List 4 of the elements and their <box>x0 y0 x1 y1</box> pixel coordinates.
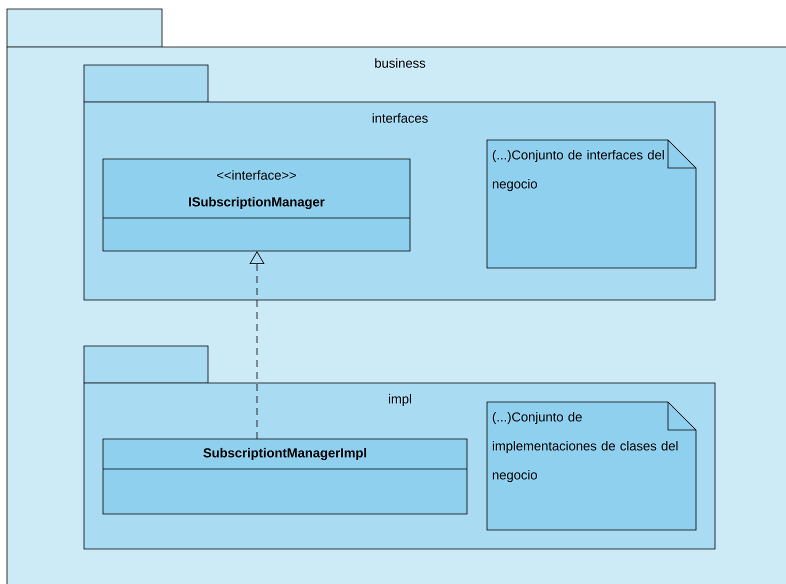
note: (...)Conjunto de interfaces del negocio <box>486 140 696 268</box>
note: (...)Conjunto de implementaciones de clases del negocio <box>486 402 696 530</box>
class-box: SubscriptiontManagerImpl <box>102 438 468 514</box>
class-box: <<interface>> ISubscriptionManager <box>102 158 410 252</box>
